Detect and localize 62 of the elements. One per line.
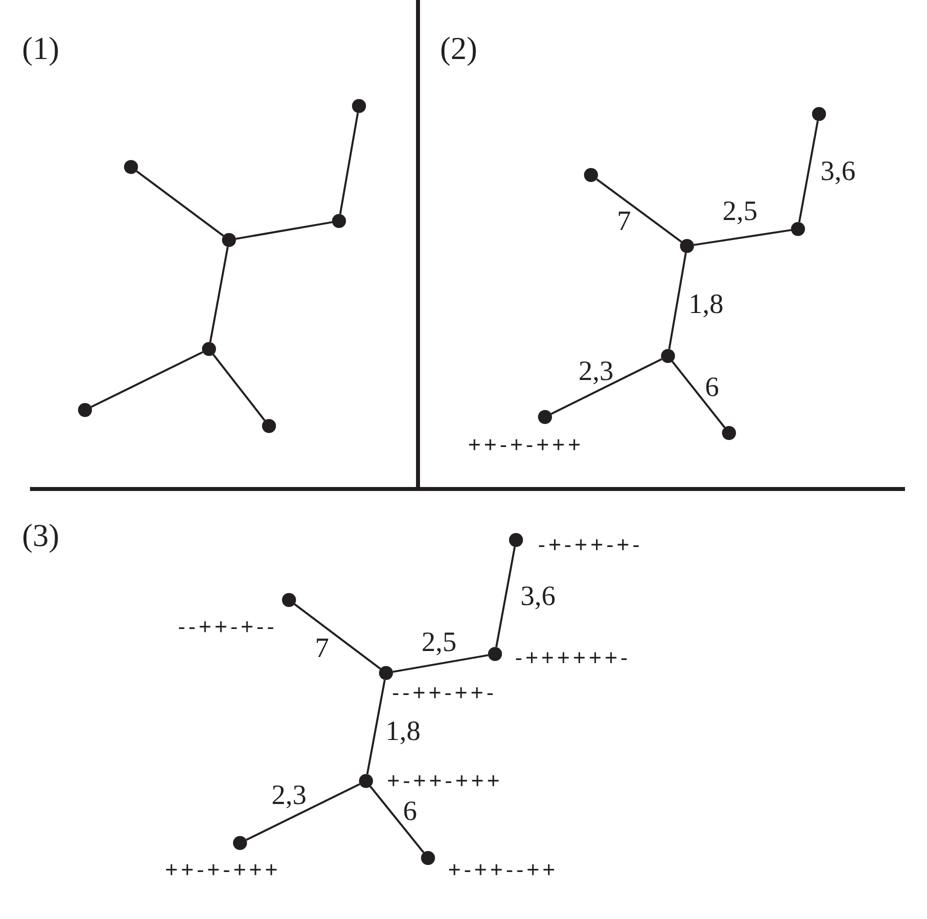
connector-line [550,358,662,415]
vertex-dot [332,214,346,228]
vertex-dot [680,239,694,253]
vertex-dot [722,426,736,440]
sign-pattern-label: ++-+-+++ [468,434,584,456]
edge-label: 2,3 [272,782,306,810]
vertex-dot [282,593,296,607]
panel-label: (3) [22,519,60,551]
vertex-dot [262,419,276,433]
sign-pattern-label: -+-++-+- [538,534,643,556]
connector-line [694,229,792,246]
vertex-dot [538,410,552,424]
sign-pattern-label: +-++--++ [448,859,558,881]
sign-pattern-label: --++-+-- [178,616,278,638]
connector-line [392,654,488,673]
connector-line [370,786,424,854]
panel-label: (1) [22,32,60,64]
vertex-dot [488,647,502,661]
connector-line [366,680,386,774]
connector-line [596,178,682,243]
edge-label: 3,6 [820,158,856,186]
vertex-dot [584,168,598,182]
edge-label: 1,8 [688,291,724,319]
connector-line [136,170,224,237]
connector-line [209,246,229,342]
sign-pattern-label: -++++++- [515,647,631,669]
vertex-dot [509,533,523,547]
vertex-dot [661,349,675,363]
vertex-dot [791,222,805,236]
vertex-dot [78,403,92,417]
connector-line [668,252,687,350]
connector-line [798,120,819,222]
vertex-dot [222,233,236,247]
connector-line [236,221,332,240]
sign-pattern-label: +-++-+++ [387,770,503,792]
connector-line [339,112,359,214]
edge-label: 6 [705,374,719,402]
connector-line [246,783,360,841]
sign-pattern-label: ++-+-+++ [165,859,281,881]
vertex-dot [421,851,435,865]
edge-label: 2,5 [422,629,456,657]
connector-line [495,546,516,648]
sign-pattern-label: --++-++- [392,682,497,704]
vertex-dot [124,160,138,174]
edge-label: 2,5 [722,198,758,226]
edge-label: 7 [315,635,329,663]
connector-line [212,354,266,422]
edge-label: 6 [403,798,417,826]
edge-label: 2,3 [578,358,614,386]
vertex-dot [379,666,393,680]
vertex-dot [233,836,247,850]
edge-label: 1,8 [386,718,420,746]
vertex-dot [359,774,373,788]
connector-line [294,603,381,670]
connector-line [672,360,726,428]
edge-label: 3,6 [520,583,556,611]
connector-line [90,351,204,408]
vertex-dot [352,99,366,113]
edge-label: 7 [617,208,631,236]
panel-label: (2) [440,32,478,64]
vertex-dot [202,342,216,356]
vertex-dot [812,107,826,121]
